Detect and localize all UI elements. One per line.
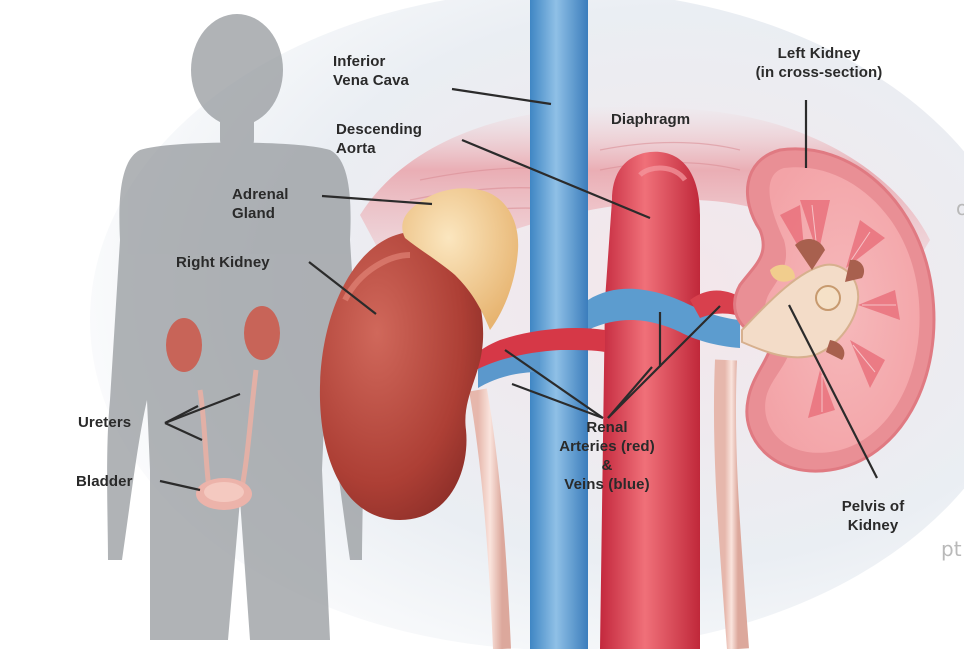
label-adrenal-gland-line2: Gland [232,204,289,223]
label-renal-vessels: Renal Arteries (red) & Veins (blue) [532,418,682,494]
inferior-vena-cava [530,0,588,649]
label-renal-vessels-line4: Veins (blue) [532,475,682,494]
label-right-kidney: Right Kidney [176,253,270,272]
label-inferior-vena-cava-line2: Vena Cava [333,71,409,90]
label-inferior-vena-cava: Inferior Vena Cava [333,52,409,90]
label-descending-aorta-line1: Descending [336,120,422,139]
label-bladder: Bladder [76,472,133,491]
label-descending-aorta-line2: Aorta [336,139,422,158]
label-descending-aorta: Descending Aorta [336,120,422,158]
edge-text-fragment-upper: o [956,196,964,220]
label-left-kidney-line2: (in cross-section) [730,63,908,82]
edge-text-fragment-lower: pt [941,537,962,561]
label-renal-vessels-line3: & [532,456,682,475]
label-inferior-vena-cava-line1: Inferior [333,52,409,71]
label-adrenal-gland: Adrenal Gland [232,185,289,223]
label-ureters: Ureters [78,413,131,432]
label-pelvis-of-kidney-line1: Pelvis of [818,497,928,516]
label-renal-vessels-line2: Arteries (red) [532,437,682,456]
label-pelvis-of-kidney: Pelvis of Kidney [818,497,928,535]
label-left-kidney: Left Kidney (in cross-section) [730,44,908,82]
descending-aorta [600,152,700,649]
label-adrenal-gland-line1: Adrenal [232,185,289,204]
label-left-kidney-line1: Left Kidney [730,44,908,63]
label-renal-vessels-line1: Renal [532,418,682,437]
label-diaphragm: Diaphragm [611,110,690,129]
label-pelvis-of-kidney-line2: Kidney [818,516,928,535]
